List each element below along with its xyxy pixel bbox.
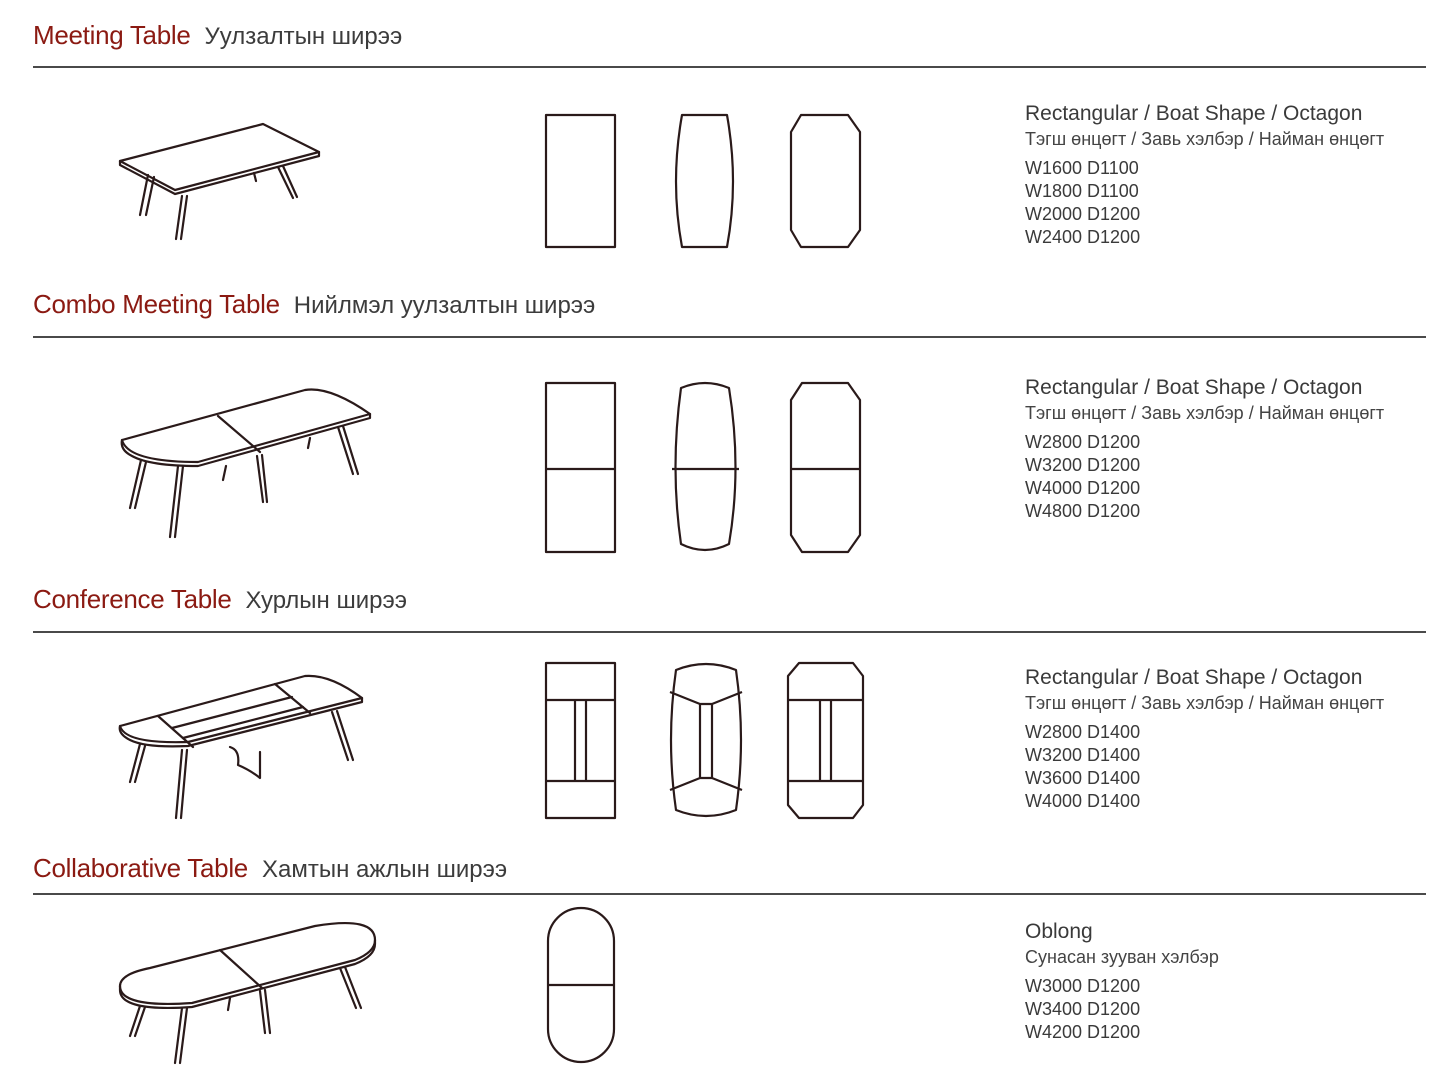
combo-table-plan-boat bbox=[668, 380, 744, 555]
collaborative-table-plan-oblong bbox=[545, 905, 617, 1065]
section-heading-combo-meeting-table: Combo Meeting Table Нийлмэл уулзалтын ши… bbox=[33, 289, 595, 320]
dimension-item: W3600 D1400 bbox=[1025, 768, 1141, 788]
section-title-mn: Уулзалтын ширээ bbox=[204, 23, 403, 50]
section-title-en: Collaborative Table bbox=[33, 853, 248, 883]
meeting-table-plan-rectangular bbox=[543, 112, 619, 252]
dimension-item: W4000 D1400 bbox=[1025, 791, 1141, 811]
conference-table-plan-octagon bbox=[785, 660, 869, 822]
dimension-item: W2400 D1200 bbox=[1025, 227, 1141, 247]
section-title-en: Conference Table bbox=[33, 584, 232, 614]
shape-names-en: Rectangular / Boat Shape / Octagon bbox=[1025, 376, 1363, 399]
section-title-en: Combo Meeting Table bbox=[33, 289, 280, 319]
section-divider bbox=[33, 893, 1426, 895]
section-heading-collaborative-table: Collaborative Table Хамтын ажлын ширээ bbox=[33, 853, 507, 884]
section-title-en: Meeting Table bbox=[33, 20, 191, 50]
section-divider bbox=[33, 66, 1426, 68]
shape-names-en: Oblong bbox=[1025, 920, 1093, 943]
collaborative-table-specs: Oblong Сунасан зууван хэлбэр W3000 D1200… bbox=[1025, 919, 1445, 1044]
dimension-item: W2800 D1200 bbox=[1025, 432, 1141, 452]
dimension-item: W3000 D1200 bbox=[1025, 976, 1141, 996]
dimension-item: W3200 D1400 bbox=[1025, 745, 1141, 765]
conference-table-specs: Rectangular / Boat Shape / Octagon Тэгш … bbox=[1025, 665, 1445, 813]
conference-table-perspective-drawing bbox=[110, 670, 372, 825]
meeting-table-perspective-drawing bbox=[110, 115, 330, 250]
dimension-item: W1600 D1100 bbox=[1025, 158, 1139, 178]
dimension-item: W4000 D1200 bbox=[1025, 478, 1141, 498]
section-heading-conference-table: Conference Table Хурлын ширээ bbox=[33, 584, 407, 615]
shape-names-mn: Тэгш өнцөгт / Завь хэлбэр / Найман өнцөг… bbox=[1025, 693, 1385, 713]
combo-table-specs: Rectangular / Boat Shape / Octagon Тэгш … bbox=[1025, 375, 1445, 523]
conference-table-plan-boat bbox=[664, 660, 748, 822]
shape-names-mn: Сунасан зууван хэлбэр bbox=[1025, 947, 1219, 967]
conference-table-plan-rectangular bbox=[543, 660, 619, 822]
meeting-table-plan-boat bbox=[668, 112, 744, 252]
dimension-item: W2800 D1400 bbox=[1025, 722, 1141, 742]
section-heading-meeting-table: Meeting Table Уулзалтын ширээ bbox=[33, 20, 402, 51]
dimension-item: W2000 D1200 bbox=[1025, 204, 1141, 224]
shape-names-mn: Тэгш өнцөгт / Завь хэлбэр / Найман өнцөг… bbox=[1025, 129, 1385, 149]
section-title-mn: Хамтын ажлын ширээ bbox=[261, 856, 508, 883]
dimension-item: W3200 D1200 bbox=[1025, 455, 1141, 475]
section-divider bbox=[33, 336, 1426, 338]
dimension-item: W3400 D1200 bbox=[1025, 999, 1141, 1019]
meeting-table-specs: Rectangular / Boat Shape / Octagon Тэгш … bbox=[1025, 101, 1445, 249]
section-divider bbox=[33, 631, 1426, 633]
shape-names-en: Rectangular / Boat Shape / Octagon bbox=[1025, 666, 1363, 689]
dimension-item: W1800 D1100 bbox=[1025, 181, 1139, 201]
combo-table-plan-rectangular bbox=[543, 380, 619, 555]
section-title-mn: Хурлын ширээ bbox=[245, 587, 407, 614]
dimension-item: W4200 D1200 bbox=[1025, 1022, 1141, 1042]
combo-table-perspective-drawing bbox=[110, 382, 380, 547]
combo-table-plan-octagon bbox=[788, 380, 864, 555]
shape-names-mn: Тэгш өнцөгт / Завь хэлбэр / Найман өнцөг… bbox=[1025, 403, 1385, 423]
section-title-mn: Нийлмэл уулзалтын ширээ bbox=[293, 292, 596, 319]
shape-names-en: Rectangular / Boat Shape / Octagon bbox=[1025, 102, 1363, 125]
meeting-table-plan-octagon bbox=[788, 112, 864, 252]
dimension-item: W4800 D1200 bbox=[1025, 501, 1141, 521]
collaborative-table-perspective-drawing bbox=[110, 918, 385, 1068]
